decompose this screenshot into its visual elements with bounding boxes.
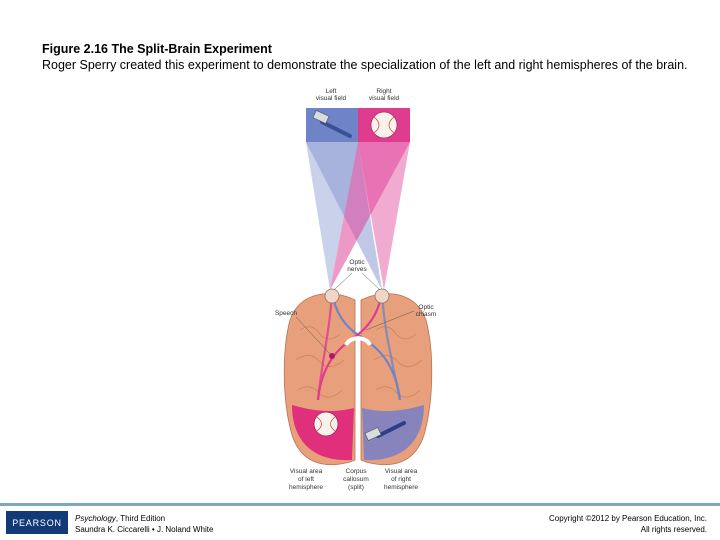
- book-title: Psychology: [75, 514, 116, 523]
- right-field-beam-2: [358, 142, 410, 290]
- hammer-icon: [364, 421, 406, 441]
- book-authors: Saundra K. Ciccarelli • J. Noland White: [75, 525, 214, 534]
- corpus-label-3: (split): [348, 484, 364, 491]
- page-title: Figure 2.16 The Split-Brain Experiment: [42, 42, 272, 56]
- left-field-label-2: visual field: [316, 95, 347, 102]
- right-field-label-2: visual field: [369, 95, 400, 102]
- optic-nerves-label-2: nerves: [347, 266, 367, 273]
- visual-left-label-1: Visual area: [290, 468, 323, 475]
- visual-right-label-2: of right: [391, 476, 411, 483]
- copyright-notice: Copyright ©2012 by Pearson Education, In…: [549, 513, 707, 535]
- optic-nerves-label-1: Optic: [349, 259, 365, 266]
- left-eye: [324, 288, 340, 304]
- left-field-label-1: Left: [326, 88, 337, 95]
- split-brain-figure: Left visual field Right visual field Opt…: [275, 88, 437, 491]
- footer-divider: [0, 503, 720, 506]
- rights-line: All rights reserved.: [640, 525, 707, 534]
- speech-label: Speech: [275, 310, 297, 317]
- book-citation: Psychology, Third Edition Saundra K. Cic…: [75, 513, 213, 535]
- corpus-label-1: Corpus: [346, 468, 368, 475]
- visual-right-label-1: Visual area: [385, 468, 418, 475]
- right-eye: [374, 288, 390, 304]
- baseball-icon: [313, 411, 339, 437]
- corpus-label-2: callosum: [343, 476, 369, 483]
- hammer-icon: [312, 110, 352, 138]
- pearson-logo: PEARSON: [6, 511, 68, 534]
- left-field-beam-2: [306, 142, 358, 290]
- book-edition: , Third Edition: [115, 514, 166, 523]
- optic-chiasm-label-2: chiasm: [416, 311, 437, 318]
- visual-left-label-3: hemisphere: [289, 484, 323, 491]
- visual-right-label-3: hemisphere: [384, 484, 418, 491]
- visual-left-label-2: of left: [298, 476, 314, 483]
- right-field-beam: [330, 142, 410, 290]
- right-field-label-1: Right: [376, 88, 391, 95]
- optic-chiasm-label-1: Optic: [418, 304, 434, 311]
- visual-area-right: [362, 405, 424, 461]
- speech-area: [329, 353, 335, 359]
- baseball-icon: [370, 111, 398, 139]
- corpus-callosum: [344, 336, 372, 347]
- copyright-line: Copyright ©2012 by Pearson Education, In…: [549, 514, 707, 523]
- page-subtitle: Roger Sperry created this experiment to …: [42, 58, 688, 72]
